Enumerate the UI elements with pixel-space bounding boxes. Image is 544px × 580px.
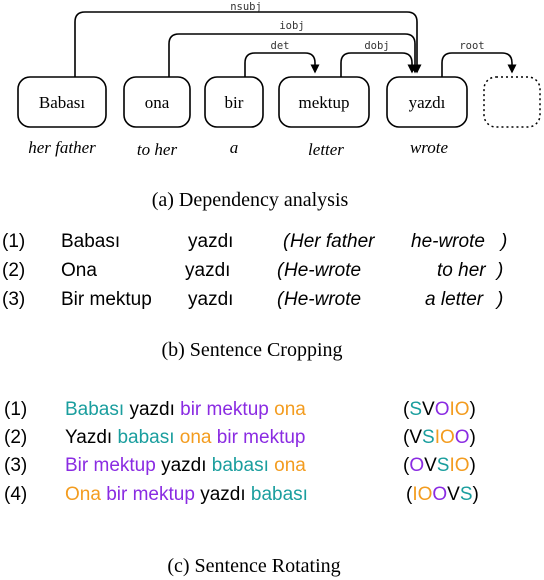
gloss-mektup: letter (308, 140, 344, 159)
word-box-mektup (278, 76, 370, 128)
gloss-paren-close: ) (499, 231, 507, 252)
gloss-verb: He-wrote (284, 260, 361, 281)
row-number: (3) (2, 289, 25, 310)
row-number: (1) (4, 399, 27, 420)
cropped-subject: Babası (61, 231, 120, 252)
row-number: (4) (4, 484, 27, 505)
arc-det (244, 52, 320, 77)
arc-label-dobj: dobj (364, 40, 389, 52)
cropped-verb: yazdı (185, 260, 230, 281)
row-number: (1) (2, 231, 25, 252)
caption-cropping: (b) Sentence Cropping (161, 339, 342, 361)
word-yazdi: yazdı (409, 93, 446, 112)
word-order-pattern: (SVOIO) (403, 399, 476, 420)
rotating-row: (3) Bir mektup yazdı babası ona (OVSIO) (4, 455, 476, 476)
arc-label-det: det (271, 40, 290, 52)
cropped-verb: yazdı (188, 289, 233, 310)
word-box-yazdi (386, 76, 468, 128)
gloss-paren-open: ( (277, 289, 285, 310)
word-bir: bir (225, 93, 244, 112)
gloss-yazdi: wrote (410, 138, 449, 157)
cropping-panel: (1) Babası yazdı ( Her father he-wrote )… (2, 231, 507, 361)
dependency-panel: nsubj iobj det dobj root Babası ona bir … (17, 1, 541, 211)
word-box-babasi (17, 76, 107, 128)
gloss-paren-close: ) (495, 289, 503, 310)
gloss-babasi: her father (28, 138, 96, 157)
arc-dobj (340, 52, 417, 77)
gloss-paren-close: ) (495, 260, 503, 281)
cropping-row: (1) Babası yazdı ( Her father he-wrote ) (2, 231, 507, 252)
caption-dependency: (a) Dependency analysis (152, 189, 349, 211)
rotating-row: (4) Ona bir mektup yazdı babası (IOOVS) (4, 484, 479, 505)
word-order-pattern: (IOOVS) (406, 484, 479, 505)
gloss-paren-open: ( (277, 260, 285, 281)
arc-label-nsubj: nsubj (230, 1, 262, 13)
rotated-sentence: Babası yazdı bir mektup ona (65, 399, 306, 420)
word-box-bir (204, 76, 264, 128)
cropping-row: (3) Bir mektup yazdı ( He-wrote a letter… (2, 289, 503, 310)
word-mektup: mektup (299, 93, 350, 112)
rotated-sentence: Ona bir mektup yazdı babası (65, 484, 308, 505)
gloss-indirect-object: to her (437, 260, 486, 281)
rotating-row: (2) Yazdı babası ona bir mektup (VSIOO) (4, 427, 476, 448)
word-ona: ona (145, 93, 170, 112)
word-babasi: Babası (39, 93, 86, 112)
gloss-bir: a (230, 138, 239, 157)
cropped-indirect-object: Ona (61, 260, 97, 281)
rotating-row: (1) Babası yazdı bir mektup ona (SVOIO) (4, 399, 476, 420)
rotated-sentence: Yazdı babası ona bir mektup (65, 427, 305, 448)
row-number: (3) (4, 455, 27, 476)
gloss-verb: He-wrote (284, 289, 361, 310)
gloss-ona: to her (137, 140, 178, 159)
gloss-verb: he-wrote (411, 231, 485, 252)
arc-label-root: root (459, 40, 484, 52)
gloss-paren-open: ( (283, 231, 291, 252)
caption-rotating: (c) Sentence Rotating (167, 555, 340, 577)
cropping-row: (2) Ona yazdı ( He-wrote to her ) (2, 260, 503, 281)
cropped-verb: yazdı (188, 231, 233, 252)
arc-label-iobj: iobj (279, 20, 304, 32)
arc-nsubj (74, 11, 422, 77)
gloss-direct-object: a letter (425, 289, 484, 310)
word-order-pattern: (VSIOO) (403, 427, 476, 448)
word-order-pattern: (OVSIO) (403, 455, 476, 476)
row-number: (2) (4, 427, 27, 448)
row-number: (2) (2, 260, 25, 281)
arc-iobj (168, 33, 420, 77)
cropped-direct-object: Bir mektup (61, 289, 152, 310)
word-box-ona (123, 76, 191, 128)
rotated-sentence: Bir mektup yazdı babası ona (65, 455, 306, 476)
rotating-panel: (1) Babası yazdı bir mektup ona (SVOIO) … (4, 399, 479, 577)
root-box (483, 76, 541, 128)
arc-root (441, 52, 517, 77)
gloss-subject: Her father (290, 231, 375, 252)
